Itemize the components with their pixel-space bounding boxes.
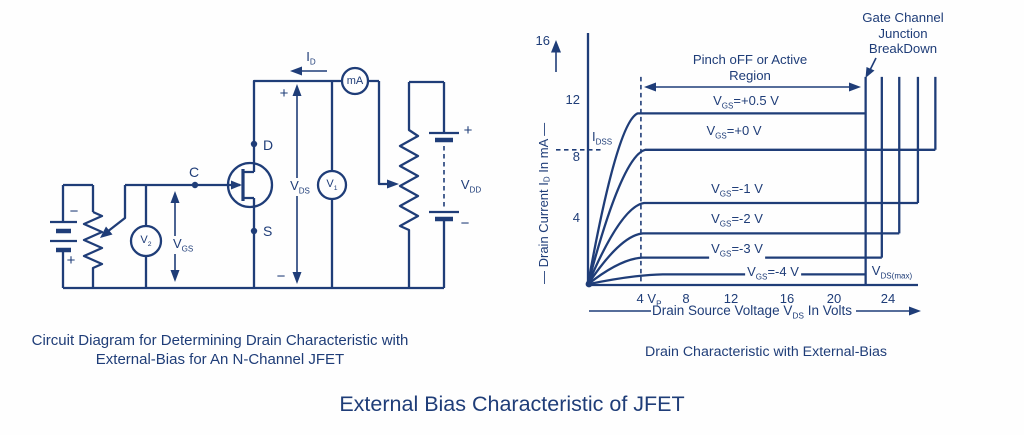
wiper-arrow-left [100,185,127,238]
drain-characteristic-chart [551,33,937,316]
vdd-battery [409,80,459,288]
battery-minus-sign: − [69,203,79,220]
x-tick-24: 24 [880,291,896,306]
wiper-arrow-right [377,81,399,189]
gate-potentiometer [63,183,104,288]
vdd-minus-sign: − [460,215,470,232]
drain-wire [250,79,379,172]
y-axis-label: — Drain Current ID In mA — [536,122,552,284]
x-tick-8: 8 [682,291,690,306]
y-tick-12: 12 [565,92,580,107]
vgs-label: VGS [171,236,196,255]
x-tick-20: 20 [826,291,842,306]
vds-label: VDS [288,178,312,197]
curve-label-vgs-0: VGS=+0 V [704,123,764,142]
vdd-plus-sign: + [463,122,473,139]
milliammeter-label: mA [346,75,364,87]
left-figure-caption: Circuit Diagram for Determining Drain Ch… [31,332,409,368]
voltmeter-v1-label: V1 [326,178,338,193]
drain-potentiometer [398,82,420,288]
source-node-label: S [263,223,273,239]
curve-label-vgs-plus05: VGS=+0.5 V [711,93,781,112]
gate-wire [125,181,228,189]
source-wire [250,198,258,288]
curve-label-vgs-m1: VGS=-1 V [709,181,765,200]
voltmeter-v1 [316,81,348,288]
y-tick-4: 4 [572,210,580,225]
circuit-schematic [50,66,459,290]
vds-minus-sign: − [276,268,286,285]
id-arrow [290,66,327,76]
vdd-label: VDD [460,177,482,195]
right-figure-caption: Drain Characteristic with External-Bias [644,344,888,360]
y-tick-16: 16 [535,33,550,48]
id-current-label: ID [306,49,316,67]
vds-plus-sign: + [279,85,289,102]
curve-label-vgs-m4: VGS=-4 V [745,264,801,283]
milliammeter [340,66,370,96]
voltmeter-v2-label: V2 [140,234,152,249]
x-tick-12: 12 [723,291,739,306]
idss-label: IDSS [592,129,613,147]
drain-node-label: D [263,137,274,153]
vds-max-label: VDS(max) [869,263,915,282]
curve-label-vgs-m3: VGS=-3 V [709,241,765,260]
x-tick-16: 16 [779,291,795,306]
page-title: External Bias Characteristic of JFET [339,392,685,416]
left-bias-battery [50,185,77,288]
y-tick-8: 8 [572,149,580,164]
pinch-off-region-label: Pinch oFF or Active Region [692,52,808,83]
voltmeter-v2 [129,185,163,288]
x-axis-label: Drain Source Voltage VDS In Volts [652,303,852,321]
curve-label-vgs-m2: VGS=-2 V [709,211,765,230]
battery-plus-sign: + [66,252,76,269]
gate-node-label: C [189,164,200,180]
x-tick-vp: 4 VP [636,291,662,309]
breakdown-label: Gate Channel Junction BreakDown [862,10,944,57]
jfet-symbol [226,161,274,209]
